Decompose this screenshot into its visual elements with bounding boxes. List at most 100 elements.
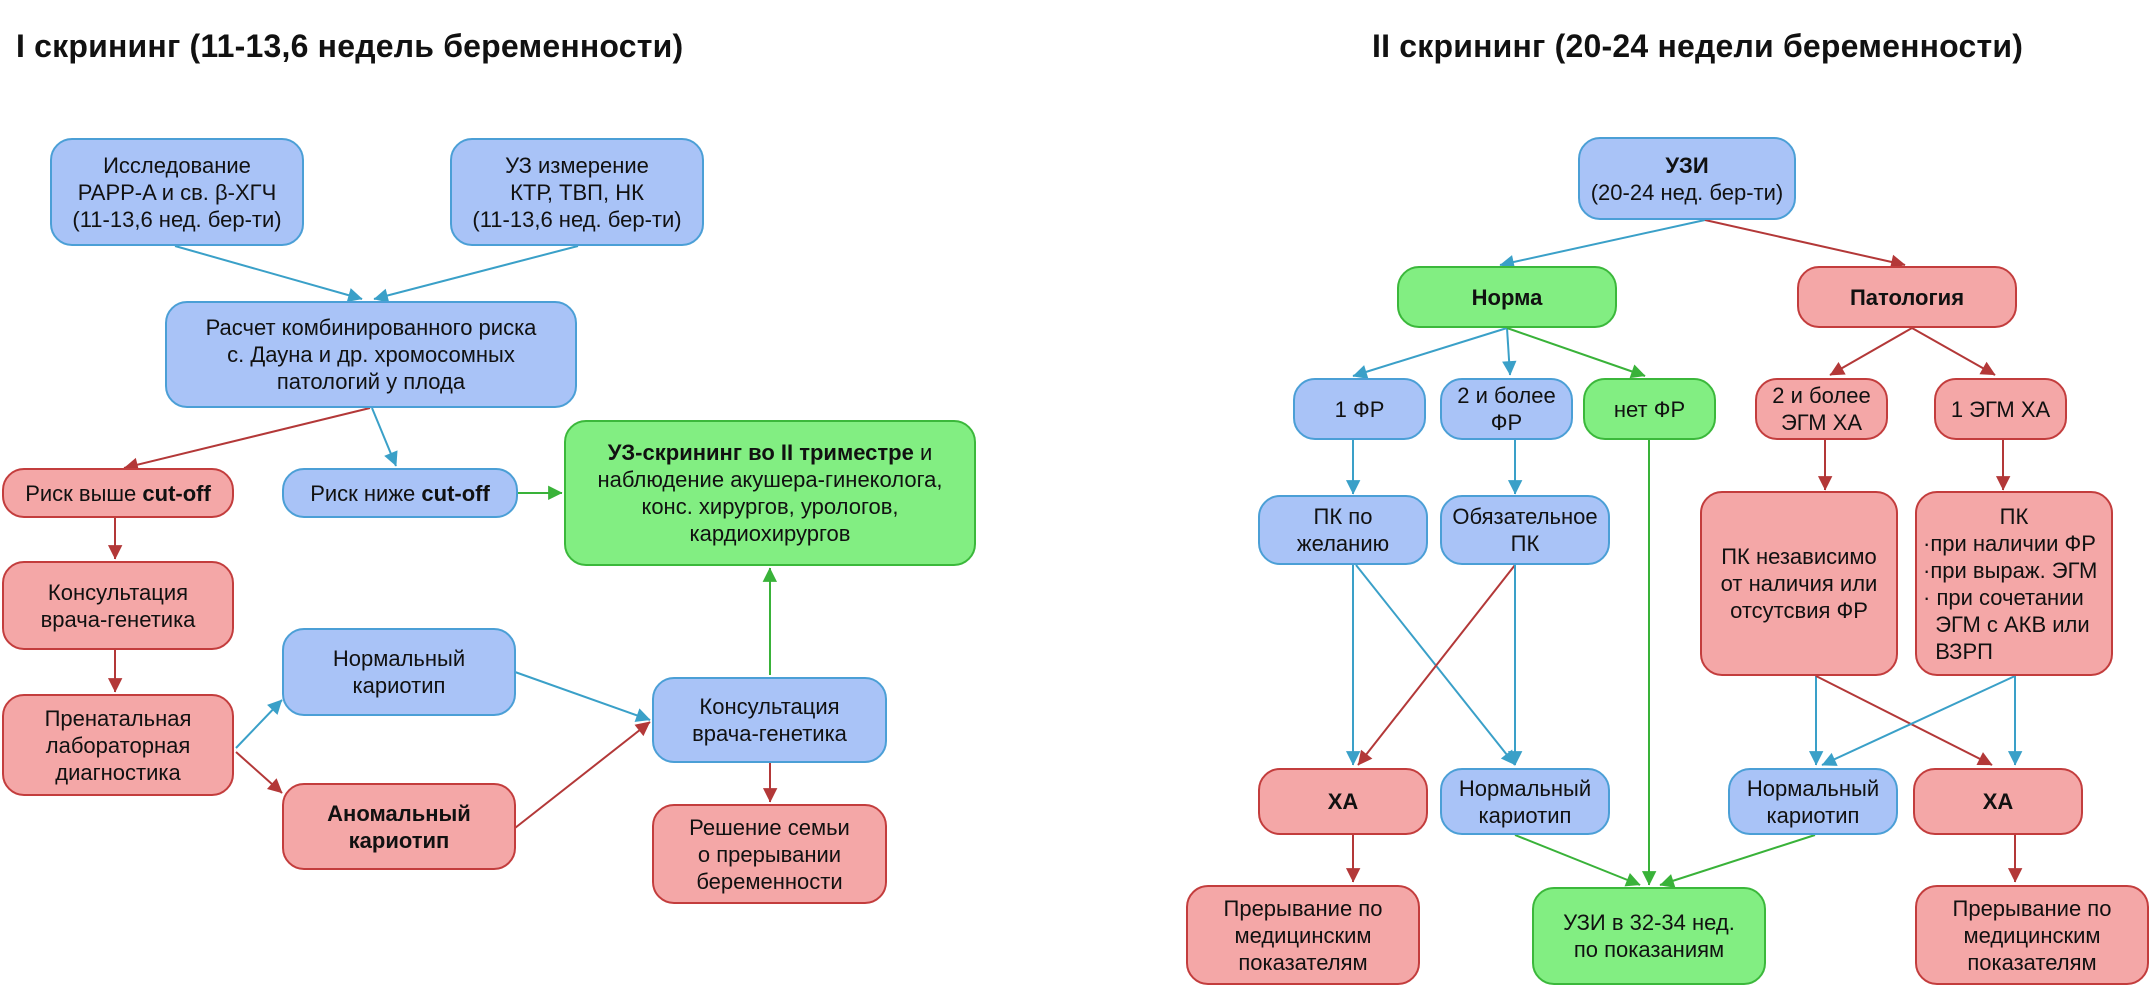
node-termination-right: Прерывание по медицинским показателям	[1915, 885, 2149, 985]
node-two-egm: 2 и более ЭГМ ХА	[1755, 378, 1888, 440]
node-line: PAPP-A и св. β-ХГЧ	[77, 179, 277, 205]
node-line: Нормальный	[1746, 775, 1880, 801]
node-xa-left: ХА	[1258, 768, 1428, 835]
node-line: беременности	[696, 868, 843, 894]
arrow-norm-to-1rf	[1352, 327, 1508, 379]
arrow-normal-left-to-us3234	[1514, 834, 1641, 887]
node-line: желанию	[1296, 531, 1390, 556]
node-line: медицинским	[1234, 922, 1372, 948]
node-line: 1 ЭГМ ХА	[1950, 396, 2051, 422]
node-line: ·при наличии ФР	[1923, 530, 2096, 556]
node-risk-high: Риск выше cut-off	[2, 468, 234, 518]
node-line: ПК	[1999, 503, 2029, 529]
node-pk-conditions: ПК ·при наличии ФР ·при выраж. ЭГМ · при…	[1915, 491, 2113, 676]
node-line: УЗИ	[1665, 152, 1709, 178]
node-line: Нормальный	[332, 646, 466, 671]
node-line: Исследование	[103, 152, 251, 178]
node-line: УЗ-скрининг во II триместре и	[608, 439, 933, 466]
risk-high-prefix: Риск выше	[25, 480, 143, 506]
node-one-rf: 1 ФР	[1293, 378, 1426, 440]
node-us-screening-2nd-trimester: УЗ-скрининг во II триместре и наблюдение…	[564, 420, 976, 566]
node-line: 2 и более	[1457, 383, 1556, 408]
arrow-risk-to-high	[123, 407, 371, 472]
node-line: Консультация	[699, 694, 840, 719]
node-line: лабораторная	[45, 732, 191, 758]
node-line: 1 ФР	[1334, 396, 1385, 422]
node-no-rf: нет ФР	[1583, 378, 1716, 440]
node-risk-calc: Расчет комбинированного риска с. Дауна и…	[165, 301, 577, 408]
node-line: ·при выраж. ЭГМ	[1923, 557, 2098, 583]
node-line: диагностика	[55, 759, 181, 785]
arrow-normal-to-consult2	[514, 671, 651, 722]
arrow-norm-to-2rf	[1502, 327, 1517, 376]
node-line: · при сочетании	[1923, 584, 2084, 610]
node-line: ВЗРП	[1923, 638, 1993, 664]
second-screening-title: II скрининг (20-24 недели беременности)	[1372, 28, 2024, 64]
arrow-prenatal-to-normal	[235, 699, 283, 749]
node-family-decision: Решение семьи о прерывании беременности	[652, 804, 887, 904]
node-line: с. Дауна и др. хромосомных	[227, 342, 515, 367]
arrow-abnormal-to-consult2	[514, 721, 651, 829]
node-line: патологий у плода	[276, 369, 466, 394]
node-line: нет ФР	[1613, 396, 1686, 422]
node-line: врача-генетика	[40, 606, 196, 632]
node-prenatal-lab: Пренатальная лабораторная диагностика	[2, 694, 234, 796]
node-line: Расчет комбинированного риска	[205, 315, 537, 340]
node-us-20-24: УЗИ (20-24 нед. бер-ти)	[1578, 137, 1796, 220]
node-line: врача-генетика	[692, 721, 847, 746]
node-line: по показаниям	[1573, 937, 1725, 962]
us-screening-bold: УЗ-скрининг во II триместре	[607, 440, 914, 465]
node-line: кариотип	[352, 673, 446, 698]
node-line: кариотип	[348, 827, 450, 853]
node-pk-independent: ПК независимо от наличия или отсутсвия Ф…	[1700, 491, 1898, 676]
node-risk-low: Риск ниже cut-off	[282, 468, 518, 518]
node-line: Риск ниже cut-off	[310, 480, 490, 507]
node-termination-left: Прерывание по медицинским показателям	[1186, 885, 1420, 985]
node-abnormal-karyotype: Аномальный кариотип	[282, 783, 516, 870]
arrow-path-to-2egm	[1829, 327, 1913, 376]
node-line: ЭГМ с АКВ или	[1923, 611, 2090, 637]
node-xa-right: ХА	[1913, 768, 2083, 835]
first-screening-title: I скрининг (11-13,6 недель беременности)	[16, 28, 684, 64]
node-line: показателям	[1967, 949, 2097, 975]
node-line: ФР	[1490, 410, 1523, 435]
arrow-pkwish-to-normal	[1355, 564, 1516, 766]
risk-low-prefix: Риск ниже	[310, 480, 422, 506]
node-line: Пренатальная	[44, 705, 192, 731]
node-two-rf: 2 и более ФР	[1440, 378, 1573, 440]
node-norm: Норма	[1397, 266, 1617, 328]
arrow-us-to-pathology	[1704, 219, 1906, 269]
node-normal-karyotype-1: Нормальный кариотип	[282, 628, 516, 716]
arrow-us-to-risk	[373, 245, 579, 303]
arrow-path-to-1egm	[1911, 327, 1996, 376]
node-line: КТР, ТВП, НК	[510, 179, 644, 205]
node-line: Консультация	[47, 579, 189, 605]
node-line: Патология	[1849, 284, 1965, 310]
node-line: кариотип	[1766, 802, 1860, 828]
node-line: (20-24 нед. бер-ти)	[1590, 179, 1784, 205]
node-line: Обязательное	[1452, 504, 1598, 529]
node-line: 2 и более	[1772, 383, 1871, 408]
node-line: конс. хирургов, урологов,	[641, 494, 899, 519]
node-line: Аномальный	[327, 800, 471, 826]
node-line: наблюдение акушера-гинеколога,	[597, 467, 943, 492]
cutoff-label: cut-off	[421, 480, 490, 506]
node-line: кариотип	[1478, 802, 1572, 828]
node-one-egm: 1 ЭГМ ХА	[1934, 378, 2067, 440]
node-line: ПК по	[1313, 504, 1373, 529]
node-normal-karyotype-left: Нормальный кариотип	[1440, 768, 1610, 835]
node-line: ЭГМ ХА	[1780, 410, 1862, 435]
node-line: о прерывании	[697, 841, 842, 867]
node-us-32-34: УЗИ в 32-34 нед. по показаниям	[1532, 887, 1766, 985]
node-line: Решение семьи	[689, 814, 850, 840]
arrow-papp-to-risk	[174, 245, 363, 302]
node-line: медицинским	[1963, 922, 2101, 948]
node-normal-karyotype-right: Нормальный кариотип	[1728, 768, 1898, 835]
node-pathology: Патология	[1797, 266, 2017, 328]
arrow-norm-to-norf	[1506, 327, 1646, 379]
node-line: отсутсвия ФР	[1730, 598, 1868, 623]
node-line: Норма	[1471, 284, 1543, 310]
us-screening-and: и	[913, 440, 933, 465]
node-line: ПК	[1510, 531, 1540, 556]
arrow-us-to-norm	[1499, 219, 1706, 270]
